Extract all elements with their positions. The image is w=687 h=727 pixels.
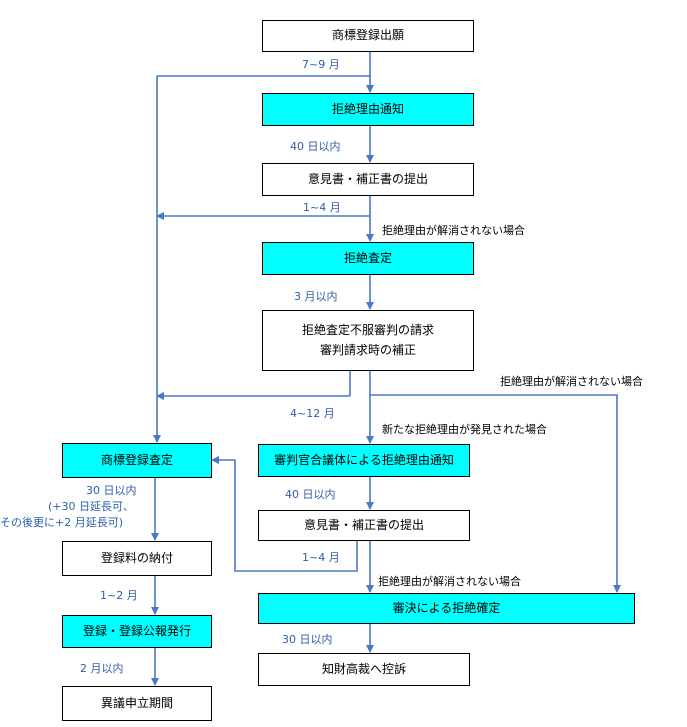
appeal-line2: 審判請求時の補正	[319, 342, 416, 357]
response2-box: 意見書・補正書の提出	[258, 510, 470, 541]
fee-payment-label: 登録料の納付	[100, 550, 173, 565]
label-30-days-a-line1: 30 日以内	[86, 484, 137, 497]
panel-notice-box: 審判官合議体による拒絶理由通知	[258, 444, 470, 477]
label-not-resolved-3: 拒絶理由が解消されない場合	[378, 575, 521, 588]
label-30-days-a-line3: その後更に+2 月延長可)	[0, 516, 124, 529]
response1-box: 意見書・補正書の提出	[262, 163, 474, 196]
label-1-2-months: 1~2 月	[100, 589, 138, 602]
label-2-months: 2 月以内	[80, 662, 124, 675]
label-new-reason: 新たな拒絶理由が発見された場合	[382, 423, 547, 436]
label-1-4-months-b: 1~4 月	[302, 551, 340, 564]
registration-decision-label: 商標登録査定	[100, 452, 173, 467]
final-rejection-label: 審決による拒絶確定	[392, 600, 501, 615]
rejection-notice-box: 拒絶理由通知	[262, 93, 474, 126]
ip-court-label: 知財高裁へ控訴	[321, 661, 406, 676]
branch-1-4b	[211, 456, 358, 572]
fee-payment-box: 登録料の納付	[62, 541, 212, 576]
registration-decision-box: 商標登録査定	[62, 443, 212, 478]
publication-label: 登録・登録公報発行	[82, 623, 191, 638]
label-30-days-a-line2: (+30 日延長可、	[48, 500, 135, 513]
label-40-days-a: 40 日以内	[290, 140, 341, 153]
final-rejection-box: 審決による拒絶確定	[258, 593, 635, 624]
label-3-months: 3 月以内	[294, 290, 338, 303]
label-not-resolved-2: 拒絶理由が解消されない場合	[500, 375, 643, 388]
rejection-decision-label: 拒絶査定	[343, 250, 392, 265]
response2-label: 意見書・補正書の提出	[303, 517, 424, 532]
opposition-label: 異議申立期間	[100, 695, 173, 710]
appeal-line1: 拒絶査定不服審判の請求	[301, 323, 434, 338]
ip-court-box: 知財高裁へ控訴	[258, 653, 470, 686]
label-not-resolved-1: 拒絶理由が解消されない場合	[382, 224, 525, 237]
label-40-days-b: 40 日以内	[285, 488, 336, 501]
appeal-box: 拒絶査定不服審判の請求 審判請求時の補正	[262, 310, 474, 371]
application-label: 商標登録出願	[331, 28, 404, 43]
label-30-days-b: 30 日以内	[282, 633, 333, 646]
response1-label: 意見書・補正書の提出	[307, 171, 428, 186]
publication-box: 登録・登録公報発行	[62, 615, 212, 648]
application-box: 商標登録出願	[262, 20, 474, 52]
panel-notice-label: 審判官合議体による拒絶理由通知	[274, 452, 454, 467]
rejection-decision-box: 拒絶査定	[262, 242, 474, 275]
label-1-4-months-a: 1~4 月	[303, 201, 341, 214]
opposition-box: 異議申立期間	[62, 686, 212, 721]
branch-not-resolved-right	[370, 394, 621, 593]
label-7-9-months: 7~9 月	[302, 58, 340, 71]
rejection-notice-label: 拒絶理由通知	[331, 101, 404, 116]
label-4-12-months: 4~12 月	[290, 407, 335, 420]
